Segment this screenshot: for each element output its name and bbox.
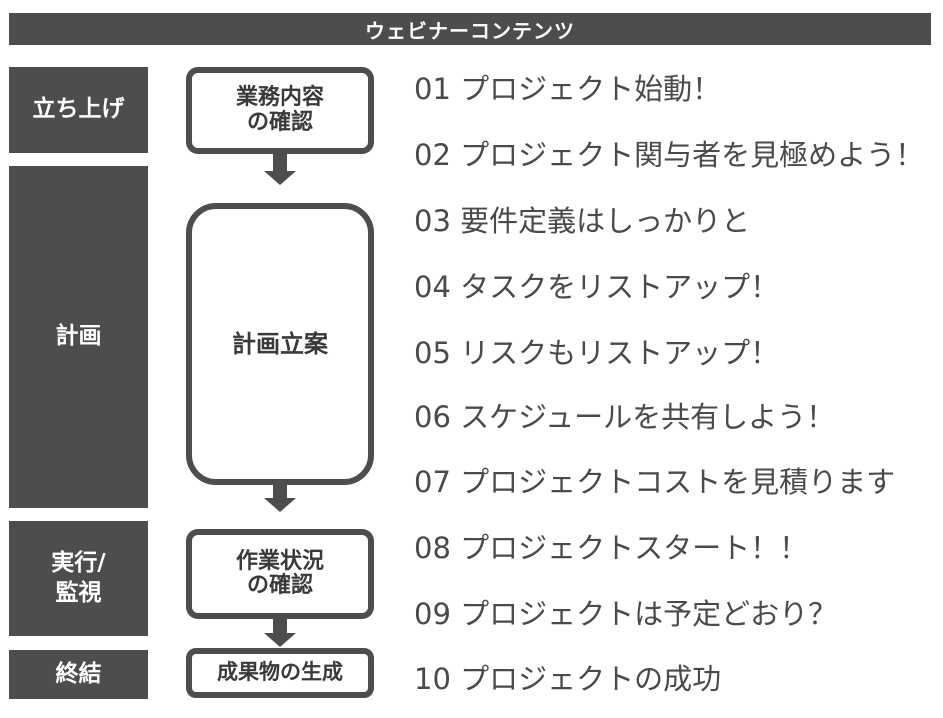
content-item: 03 要件定義はしっかりと bbox=[414, 204, 751, 238]
content-item: 07 プロジェクトコストを見積ります bbox=[414, 465, 896, 499]
phase-label-line1: 実行/ bbox=[51, 549, 106, 576]
content-item: 06 スケジュールを共有しよう！ bbox=[414, 400, 836, 434]
process-box-confirm-work: 業務内容 の確認 bbox=[186, 67, 374, 154]
phase-label: 計画 bbox=[55, 323, 102, 350]
process-box-line1: 成果物の生成 bbox=[217, 660, 343, 685]
process-box-deliverables: 成果物の生成 bbox=[186, 648, 374, 698]
header-title: ウェビナーコンテンツ bbox=[365, 18, 575, 43]
phase-planning: 計画 bbox=[9, 166, 148, 508]
content-item: 01 プロジェクト始動！ bbox=[414, 72, 722, 106]
process-box-line2: の確認 bbox=[246, 573, 313, 598]
process-box-line1: 作業状況 bbox=[235, 548, 324, 574]
phase-initiation: 立ち上げ bbox=[9, 67, 148, 153]
process-box-line1: 業務内容 bbox=[235, 85, 324, 111]
content-item: 08 プロジェクトスタート！！ bbox=[414, 531, 809, 565]
header-bar: ウェビナーコンテンツ bbox=[9, 13, 931, 45]
phase-closing: 終結 bbox=[9, 650, 148, 699]
phase-label-line2: 監視 bbox=[55, 579, 102, 606]
content-item: 04 タスクをリストアップ！ bbox=[414, 270, 780, 304]
process-box-line1: 計画立案 bbox=[232, 329, 328, 358]
process-box-planning: 計画立案 bbox=[186, 203, 374, 485]
process-box-line2: の確認 bbox=[246, 109, 313, 135]
process-box-confirm-progress: 作業状況 の確認 bbox=[186, 529, 374, 619]
phase-label: 終結 bbox=[55, 660, 102, 687]
content-item: 10 プロジェクトの成功 bbox=[414, 662, 722, 696]
phase-execution-monitoring: 実行/ 監視 bbox=[9, 521, 148, 636]
content-item: 05 リスクもリストアップ！ bbox=[414, 336, 780, 370]
phase-label: 立ち上げ bbox=[32, 96, 125, 123]
content-item: 09 プロジェクトは予定どおり？ bbox=[414, 597, 838, 631]
content-item: 02 プロジェクト関与者を見極めよう！ bbox=[414, 138, 925, 172]
